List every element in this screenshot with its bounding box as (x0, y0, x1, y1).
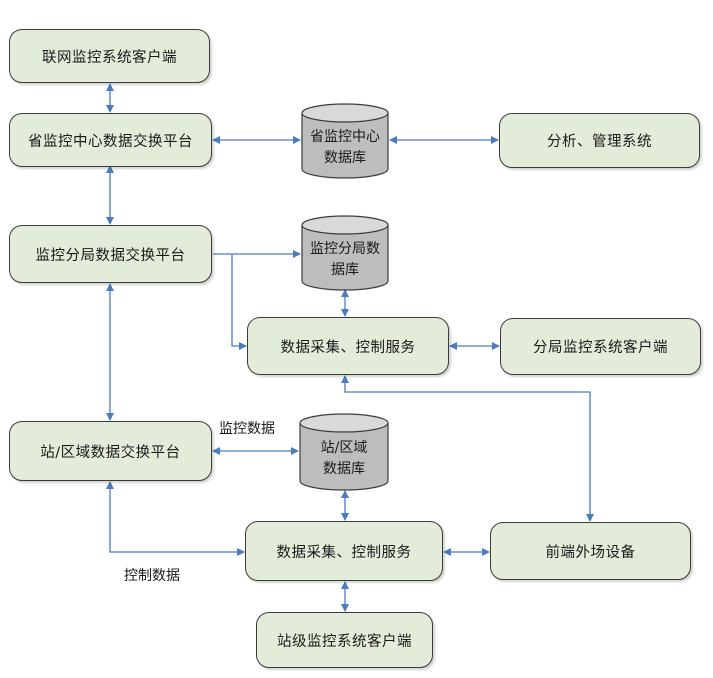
node-branch-collect: 数据采集、控制服务 (247, 317, 449, 375)
database-cylinder-icon (301, 103, 389, 179)
label-control-data: 控制数据 (124, 568, 180, 584)
database-branch-label-1: 监控分局数 (310, 241, 380, 257)
database-provincial-label-1: 省监控中心 (310, 129, 380, 145)
node-branch-exchange: 监控分局数据交换平台 (9, 225, 212, 283)
database-branch: 监控分局数据库 (301, 215, 389, 291)
node-provincial-exchange: 省监控中心数据交换平台 (9, 113, 212, 167)
database-station-label-1: 站/区域 (320, 440, 368, 456)
database-provincial-label-2: 数据库 (324, 150, 366, 166)
node-field-devices: 前端外场设备 (490, 522, 691, 580)
node-station-exchange: 站/区域数据交换平台 (9, 421, 212, 481)
database-provincial: 省监控中心数据库 (301, 103, 389, 179)
database-cylinder-icon (301, 215, 389, 291)
edge-collect-field (341, 375, 594, 522)
node-station-client: 站级监控系统客户端 (256, 612, 433, 668)
node-branch-client: 分局监控系统客户端 (500, 318, 701, 375)
database-station: 站/区域数据库 (299, 413, 389, 491)
node-station-collect: 数据采集、控制服务 (245, 521, 443, 581)
edge-branch-collect (231, 254, 247, 350)
edge-station-collect (106, 481, 245, 556)
database-branch-label-2: 据库 (331, 262, 359, 278)
database-station-label-2: 数据库 (323, 461, 365, 477)
node-client-network: 联网监控系统客户端 (9, 29, 210, 83)
node-analysis-system: 分析、管理系统 (499, 113, 700, 168)
database-cylinder-icon (299, 413, 389, 491)
label-monitor-data: 监控数据 (219, 421, 275, 437)
